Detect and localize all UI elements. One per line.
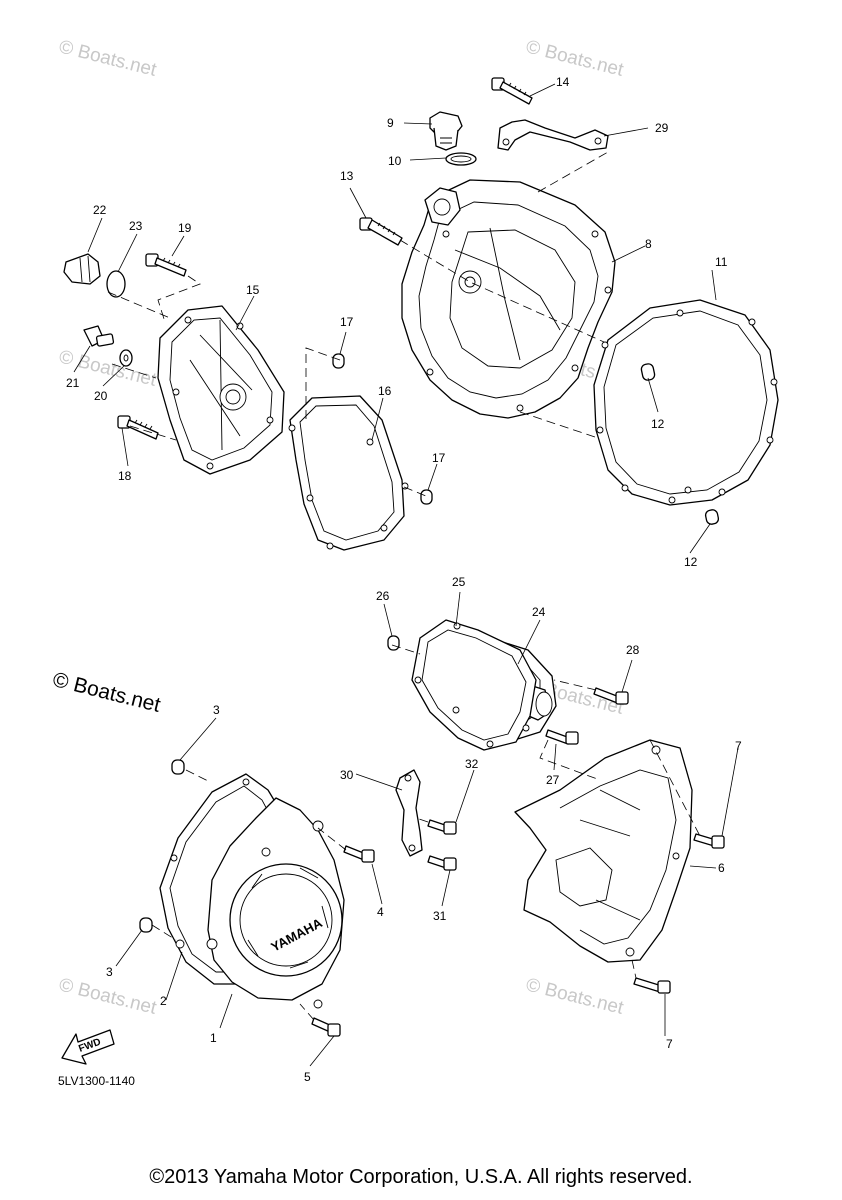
callout-4: 4 (377, 905, 384, 919)
callout-29: 29 (655, 121, 669, 135)
bolt-part-4 (343, 845, 375, 863)
bolt-part-18 (117, 415, 159, 440)
callout-3: 3 (213, 703, 220, 717)
washer-part-20 (119, 349, 133, 367)
gasket-part-25 (411, 619, 537, 751)
gasket-part-16 (288, 395, 409, 551)
callout-17: 17 (340, 315, 354, 329)
watermark: © Boats.net (57, 36, 159, 81)
callout-19: 19 (178, 221, 192, 235)
bracket-part-29 (497, 119, 609, 151)
callout-26: 26 (376, 589, 390, 603)
o-ring-part-10 (445, 152, 477, 166)
dowel-pin-part-26 (387, 635, 400, 651)
dowel-pin-part-3 (139, 759, 185, 933)
callout-22: 22 (93, 203, 107, 217)
callout-12: 12 (684, 555, 698, 569)
dowel-pin-part-12 (640, 363, 720, 525)
sprocket-cover-part-6 (514, 739, 693, 963)
bolt-part-5 (311, 1017, 341, 1037)
callout-28: 28 (626, 643, 640, 657)
callout-13: 13 (340, 169, 354, 183)
callout-20: 20 (94, 389, 108, 403)
bolt-part-19 (145, 253, 187, 277)
bolt-part-21 (83, 325, 115, 347)
callout-3: 3 (106, 965, 113, 979)
dowel-pin-part-17 (332, 353, 433, 505)
bolt-part-7 (633, 833, 725, 994)
callout-7: 7 (735, 739, 742, 753)
callout-21: 21 (66, 376, 80, 390)
watermark: © Boats.net (524, 36, 626, 81)
callout-12: 12 (651, 417, 665, 431)
callout-17: 17 (432, 451, 446, 465)
bolt-part-28 (593, 687, 629, 705)
callout-2: 2 (160, 994, 167, 1008)
callout-9: 9 (387, 116, 394, 130)
bolt-part-27 (545, 729, 579, 745)
cover-part-15 (157, 305, 285, 475)
callout-11: 11 (715, 255, 728, 269)
callout-18: 18 (118, 469, 132, 483)
callout-5: 5 (304, 1070, 311, 1084)
callout-27: 27 (546, 773, 560, 787)
callout-31: 31 (433, 909, 447, 923)
fwd-arrow-icon: FWD (61, 1029, 115, 1065)
diagram-code: 5LV1300-1140 (58, 1074, 135, 1088)
callout-25: 25 (452, 575, 466, 589)
callout-14: 14 (556, 75, 570, 89)
watermark: © Boats.net (57, 974, 159, 1019)
callout-32: 32 (465, 757, 479, 771)
bracket-part-30 (395, 769, 423, 857)
watermark: © Boats.net (524, 974, 626, 1019)
bolt-part-32 (427, 819, 457, 835)
callout-15: 15 (246, 283, 260, 297)
leader-lines (73, 83, 739, 1067)
o-ring-part-23 (106, 270, 126, 298)
clutch-cover-gasket-part-11 (593, 299, 779, 506)
bolt-part-13 (359, 217, 403, 246)
clutch-cover-part-8 (401, 179, 616, 419)
assembly-lines (107, 151, 701, 1021)
plug-part-22 (63, 253, 101, 285)
callout-8: 8 (645, 237, 652, 251)
bolt-part-14 (491, 77, 533, 105)
callout-6: 6 (718, 861, 725, 875)
callout-1: 1 (210, 1031, 217, 1045)
callout-numbers: 1 2 3 3 4 5 6 7 7 8 9 10 11 12 12 13 14 … (66, 75, 742, 1084)
oil-filler-cap-part-9 (429, 111, 463, 151)
callout-24: 24 (532, 605, 546, 619)
bolt-part-31 (427, 855, 457, 871)
callout-16: 16 (378, 384, 392, 398)
callout-7: 7 (666, 1037, 673, 1051)
callout-10: 10 (388, 154, 402, 168)
callout-23: 23 (129, 219, 143, 233)
generator-cover-part-1: YAMAHA (206, 797, 345, 1009)
copyright-notice: ©2013 Yamaha Motor Corporation, U.S.A. A… (149, 1166, 693, 1188)
callout-30: 30 (340, 768, 354, 782)
